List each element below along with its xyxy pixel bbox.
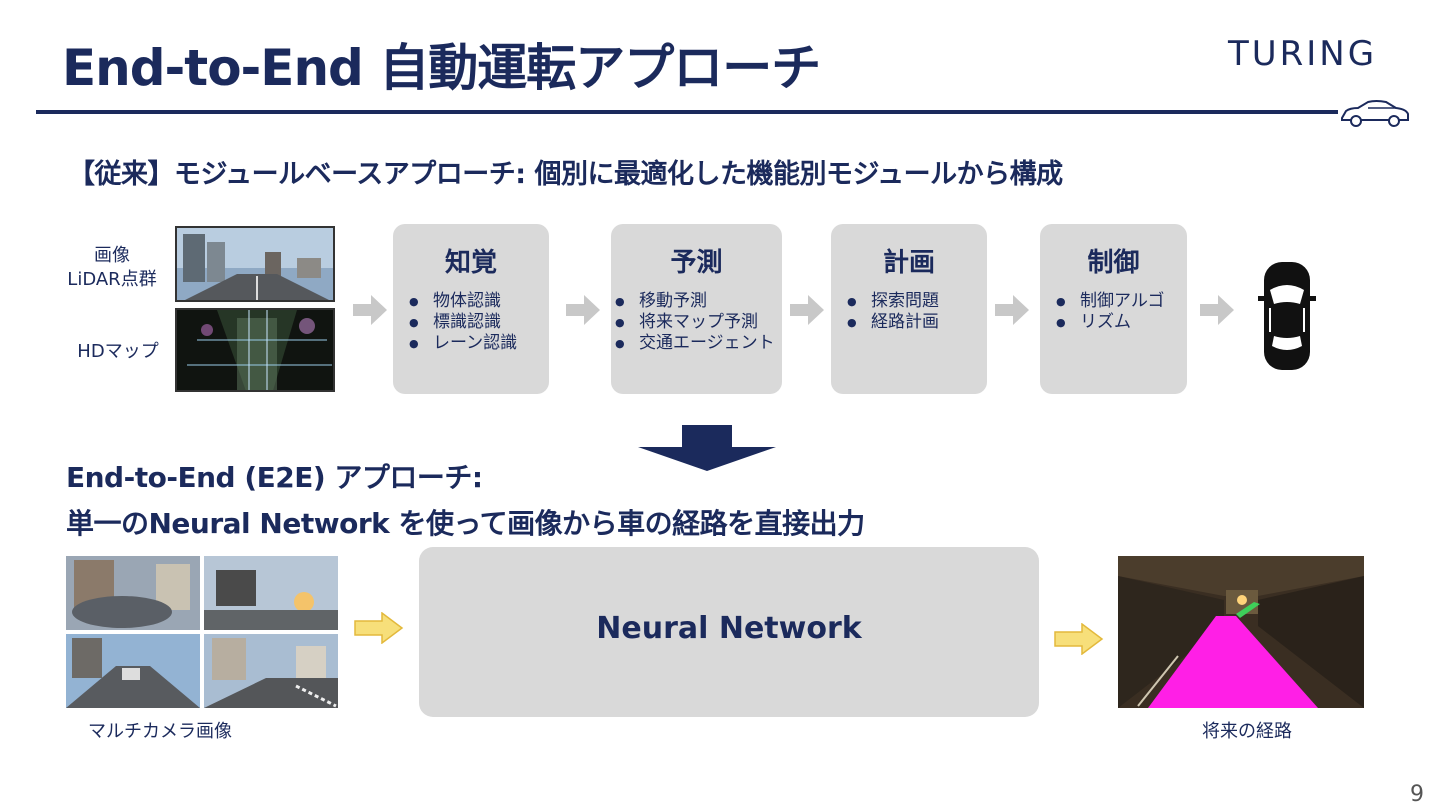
car-outline-icon	[1341, 100, 1409, 127]
multi-camera-image	[66, 556, 338, 708]
module-title: 制御	[1087, 248, 1140, 278]
module-item: 交通エージェント	[639, 333, 775, 353]
module-item: 経路計画	[871, 312, 939, 332]
arrow-right-icon	[353, 295, 387, 325]
lidar-label: LiDAR点群	[67, 269, 157, 290]
page-title: End-to-End 自動運転アプローチ	[62, 39, 821, 97]
module-item: 将来マップ予測	[639, 312, 758, 332]
arrow-right-icon	[995, 295, 1029, 325]
future-path-caption: 将来の経路	[1202, 721, 1292, 742]
arrow-down-icon	[638, 425, 776, 471]
neural-network-label: Neural Network	[596, 611, 862, 646]
header-divider	[36, 110, 1338, 114]
arrow-right-icon	[790, 295, 824, 325]
module-title: 予測	[670, 248, 723, 278]
module-item-continued: リズム	[1080, 312, 1131, 332]
arrow-right-icon	[1200, 295, 1234, 325]
module-item: 探索問題	[871, 291, 939, 311]
module-planning: 計画 探索問題 経路計画	[831, 224, 987, 394]
hdmap-label: HDマップ	[77, 341, 159, 362]
module-control: 制御 制御アルゴ リズム	[1040, 224, 1187, 394]
camera-image	[175, 226, 335, 302]
page-number: 9	[1410, 782, 1424, 807]
e2e-heading: End-to-End (E2E) アプローチ: 単一のNeural Networ…	[66, 455, 865, 547]
module-title: 計画	[882, 248, 935, 278]
neural-network-box: Neural Network	[419, 547, 1039, 717]
module-perception: 知覚 物体認識 標識認識 レーン認識	[393, 224, 549, 394]
arrow-right-yellow-icon	[1054, 623, 1104, 655]
modular-heading: 【従来】モジュールベースアプローチ: 個別に最適化した機能別モジュールから構成	[68, 159, 1063, 190]
module-prediction: 予測 移動予測 将来マップ予測 交通エージェント	[611, 224, 782, 394]
module-title: 知覚	[444, 248, 497, 278]
module-item: 制御アルゴ	[1080, 291, 1165, 311]
arrow-right-icon	[566, 295, 600, 325]
module-item: 物体認識	[433, 291, 501, 311]
turing-logo: TURING	[1228, 34, 1378, 74]
future-path-image	[1118, 556, 1364, 708]
module-item: 標識認識	[433, 312, 501, 332]
module-item: 移動予測	[639, 291, 707, 311]
e2e-heading-line1: End-to-End (E2E) アプローチ:	[66, 461, 483, 494]
lidar-hdmap-image	[175, 308, 335, 392]
car-topview-icon	[1258, 262, 1316, 370]
arrow-right-yellow-icon	[354, 612, 404, 644]
multi-camera-caption: マルチカメラ画像	[88, 721, 232, 742]
e2e-heading-line2: 単一のNeural Network を使って画像から車の経路を直接出力	[66, 507, 865, 540]
module-item: レーン認識	[433, 333, 518, 353]
image-label: 画像	[94, 245, 130, 266]
